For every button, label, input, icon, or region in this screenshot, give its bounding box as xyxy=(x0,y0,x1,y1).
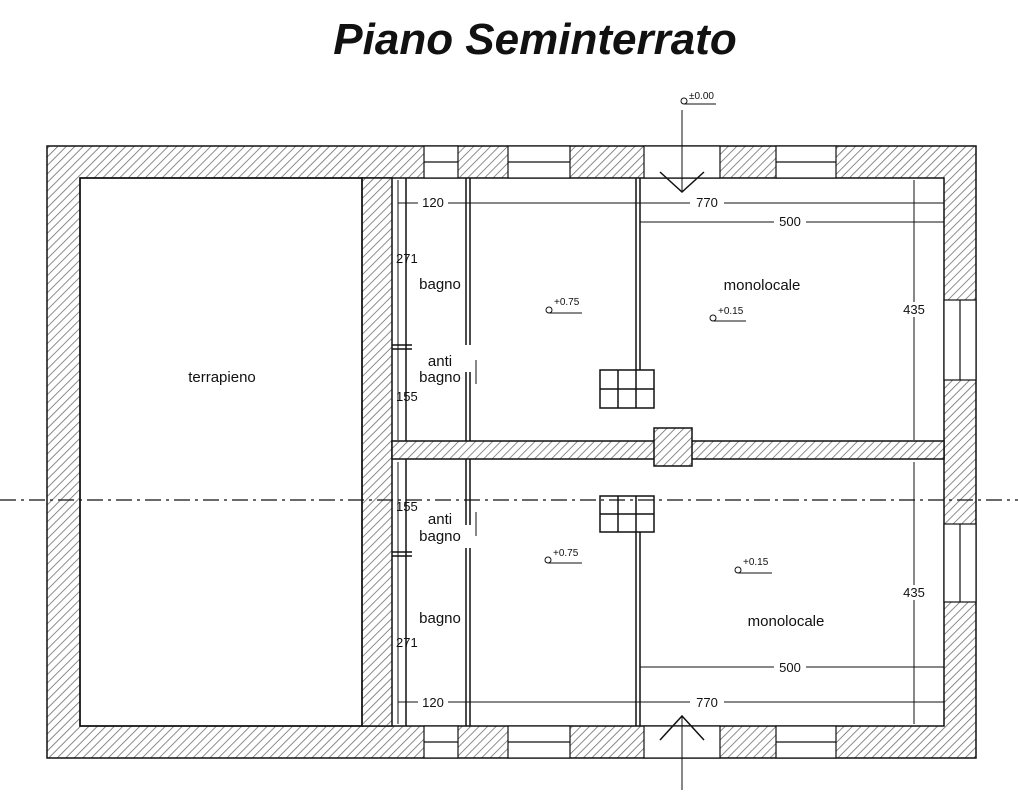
dim-435-bottom: 435 xyxy=(903,585,925,600)
level-room-bottom: +0.15 xyxy=(743,557,769,568)
label-bagno-top: bagno xyxy=(419,276,461,293)
exterior-walls xyxy=(46,145,977,759)
dim-271-top: 271 xyxy=(396,251,418,266)
dim-120-bottom: 120 xyxy=(422,695,444,710)
terrapieno-area xyxy=(79,177,363,727)
windows xyxy=(423,145,977,759)
dim-155-bottom: 155 xyxy=(396,499,418,514)
level-room-top: +0.15 xyxy=(718,306,744,317)
label-terrapieno: terrapieno xyxy=(188,369,256,386)
stairs xyxy=(599,369,655,533)
label-antibagno-bottom-1: anti xyxy=(428,511,452,528)
dim-770-top: 770 xyxy=(696,195,718,210)
page-title: Piano Seminterrato xyxy=(333,15,736,64)
dimension-labels: 120 770 500 271 155 435 155 271 435 500 … xyxy=(396,195,930,710)
label-bagno-bottom: bagno xyxy=(419,610,461,627)
level-corridor-top: +0.75 xyxy=(554,297,580,308)
label-antibagno-bottom-2: bagno xyxy=(419,528,461,545)
level-labels: ±0.00 +0.75 +0.15 +0.75 +0.15 xyxy=(553,91,769,568)
level-corridor-bottom: +0.75 xyxy=(553,548,579,559)
dim-500-top: 500 xyxy=(779,214,801,229)
dim-120-top: 120 xyxy=(422,195,444,210)
dim-770-bottom: 770 xyxy=(696,695,718,710)
dim-155-top: 155 xyxy=(396,389,418,404)
entry-arrows xyxy=(659,110,705,790)
dim-435-top: 435 xyxy=(903,302,925,317)
dim-500-bottom: 500 xyxy=(779,660,801,675)
dim-271-bottom: 271 xyxy=(396,635,418,650)
label-antibagno-top-1: anti xyxy=(428,353,452,370)
level-entry: ±0.00 xyxy=(689,91,714,102)
room-labels: terrapieno bagno anti bagno monolocale a… xyxy=(188,276,824,630)
label-antibagno-top-2: bagno xyxy=(419,369,461,386)
label-monolocale-bottom: monolocale xyxy=(748,613,825,630)
label-monolocale-top: monolocale xyxy=(724,277,801,294)
level-markers xyxy=(544,97,772,574)
interior-walls xyxy=(79,177,641,727)
